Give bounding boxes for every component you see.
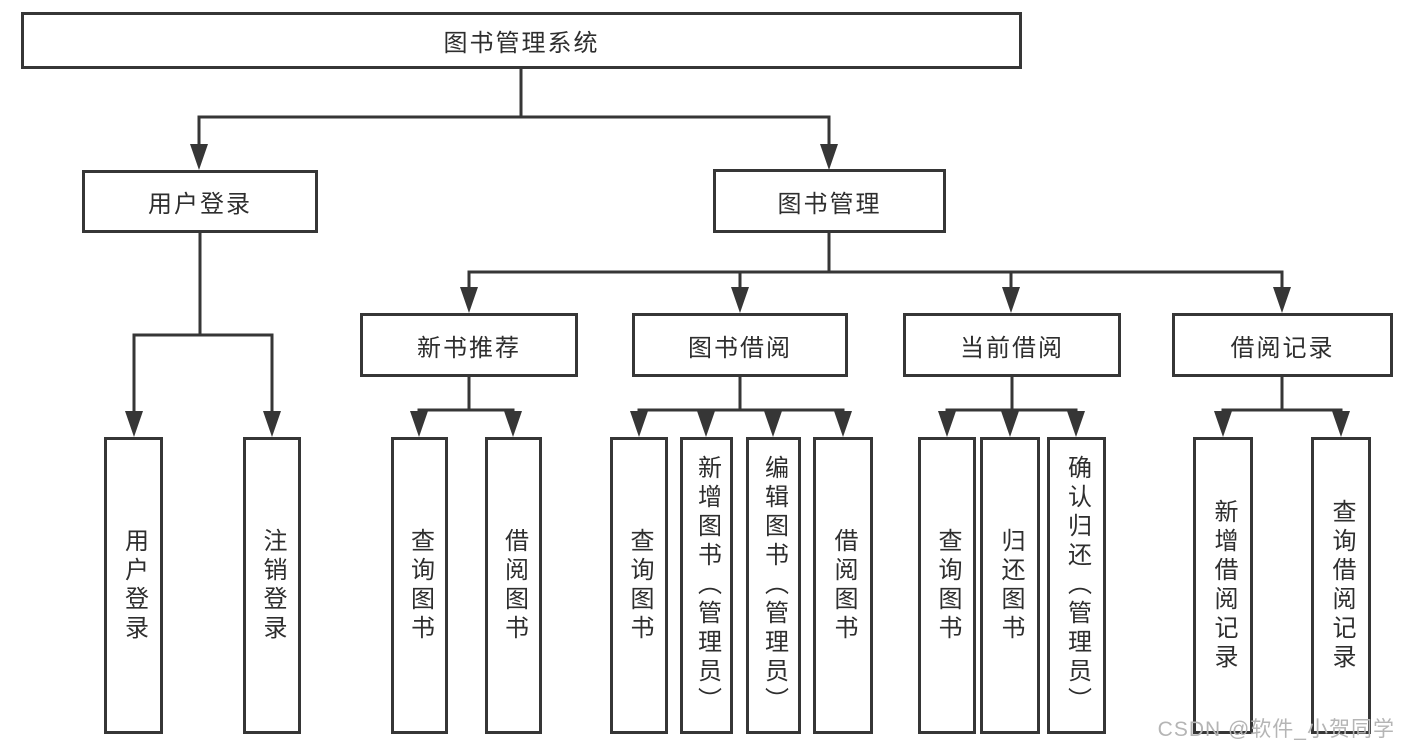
node-label: 查询图书 bbox=[934, 527, 961, 644]
node-label: 借阅图书 bbox=[830, 527, 857, 644]
node-borrow-records: 借阅记录 bbox=[1172, 313, 1393, 377]
node-library-management-system: 图书管理系统 bbox=[21, 12, 1022, 69]
leaf-borrow-books: 借阅图书 bbox=[813, 437, 873, 734]
leaf-query-books-recommend: 查询图书 bbox=[391, 437, 448, 734]
node-user-login: 用户登录 bbox=[82, 170, 318, 233]
node-label: 图书管理系统 bbox=[443, 30, 600, 57]
node-label: 用户登录 bbox=[148, 191, 252, 218]
node-label: 查询图书 bbox=[626, 527, 653, 644]
node-label: 确认归还（管理员） bbox=[1063, 455, 1091, 716]
node-label: 归还图书 bbox=[997, 527, 1024, 644]
leaf-query-books-borrow: 查询图书 bbox=[610, 437, 668, 734]
node-label: 当前借阅 bbox=[960, 334, 1064, 362]
node-label: 查询图书 bbox=[406, 527, 434, 644]
node-new-book-recommend: 新书推荐 bbox=[360, 313, 578, 377]
node-label: 图书管理 bbox=[777, 190, 882, 218]
node-label: 借阅记录 bbox=[1230, 334, 1335, 362]
leaf-add-book-admin: 新增图书（管理员） bbox=[680, 437, 733, 734]
leaf-return-book: 归还图书 bbox=[980, 437, 1040, 734]
node-label: 借阅图书 bbox=[500, 527, 528, 644]
leaf-add-borrow-record: 新增借阅记录 bbox=[1193, 437, 1253, 734]
node-label: 新增借阅记录 bbox=[1210, 498, 1237, 673]
branch-lines bbox=[132, 69, 1343, 420]
arrowheads bbox=[125, 144, 1350, 437]
leaf-query-borrow-record: 查询借阅记录 bbox=[1311, 437, 1371, 734]
leaf-confirm-return-admin: 确认归还（管理员） bbox=[1047, 437, 1106, 734]
node-book-management: 图书管理 bbox=[713, 169, 946, 233]
leaf-edit-book-admin: 编辑图书（管理员） bbox=[746, 437, 801, 734]
node-label: 编辑图书（管理员） bbox=[760, 455, 788, 716]
node-label: 图书借阅 bbox=[688, 334, 792, 362]
csdn-watermark: CSDN @软件_小贺同学 bbox=[1157, 718, 1395, 741]
leaf-query-books-current: 查询图书 bbox=[918, 437, 976, 734]
node-label: 新增图书（管理员） bbox=[693, 455, 721, 716]
node-label: 新书推荐 bbox=[417, 334, 521, 362]
leaf-logout: 注销登录 bbox=[243, 437, 301, 734]
node-current-borrow: 当前借阅 bbox=[903, 313, 1121, 377]
node-label: 注销登录 bbox=[259, 527, 286, 644]
node-label: 查询借阅记录 bbox=[1328, 498, 1355, 673]
leaf-borrow-books-recommend: 借阅图书 bbox=[485, 437, 542, 734]
node-label: 用户登录 bbox=[120, 527, 148, 644]
node-book-borrow: 图书借阅 bbox=[632, 313, 848, 377]
leaf-user-login: 用户登录 bbox=[104, 437, 163, 734]
